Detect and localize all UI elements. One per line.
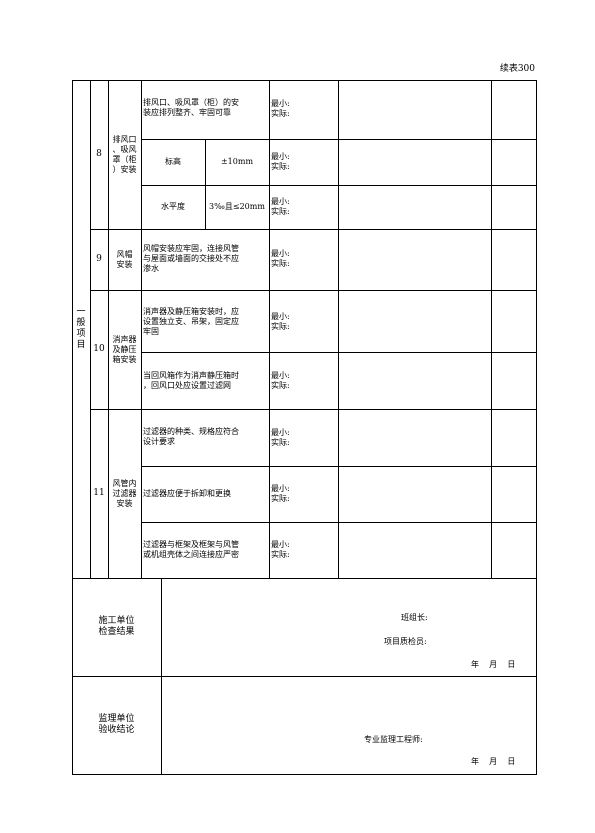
item-number: 11 — [93, 488, 105, 498]
item-name: 风管内 过滤器 安装 — [112, 478, 137, 508]
min-actual-fields: 最小:实际: — [271, 152, 290, 171]
min-actual-fields: 最小:实际: — [271, 312, 290, 331]
table-border-bottom — [72, 774, 537, 775]
inspector-label: 项目质检员: — [384, 637, 427, 646]
check-requirement: 过滤器的种类、规格应符合 设计要求 — [143, 427, 239, 446]
section-divider — [72, 676, 537, 677]
section-divider — [72, 578, 537, 579]
min-actual-fields: 最小:实际: — [271, 540, 290, 559]
min-actual-fields: 最小:实际: — [271, 484, 290, 503]
check-divider — [141, 522, 537, 523]
check-requirement: 排风口、吸风罩（柜）的安 装应排列整齐、牢固可靠 — [143, 98, 239, 117]
item-divider — [90, 290, 537, 291]
item-name: 排风口 、吸风 罩（柜 ）安装 — [112, 134, 137, 174]
check-tolerance: ±10mm — [220, 157, 254, 166]
supervising-engineer-label: 专业监理工程师: — [364, 735, 423, 744]
check-label: 水平度 — [161, 202, 185, 211]
item-number: 8 — [96, 149, 102, 159]
min-actual-fields: 最小:实际: — [271, 99, 290, 118]
check-requirement: 风帽安装应牢固，连接风管 与屋面或墙面的交接处不应 渗水 — [143, 244, 239, 273]
check-requirement: 消声器及静压箱安装时，应 设置独立支、吊架，固定应 牢固 — [143, 307, 239, 336]
grid-line — [90, 80, 91, 578]
team-leader-label: 班组长: — [401, 613, 428, 622]
item-number: 10 — [93, 344, 105, 354]
category-label: 一 般 项 目 — [76, 307, 86, 350]
item-divider — [90, 409, 537, 410]
check-requirement: 过滤器与框架及框架与风管 或机组壳体之间连接应严密 — [143, 540, 239, 559]
check-divider — [141, 185, 537, 186]
table-border-right — [536, 80, 537, 774]
table-border-top — [72, 80, 537, 81]
table-border-left — [72, 80, 73, 774]
construction-date: 年 月 日 — [471, 660, 516, 669]
continuation-label: 续表300 — [499, 64, 535, 74]
grid-line — [338, 80, 339, 578]
min-actual-fields: 最小:实际: — [271, 197, 290, 216]
item-number: 9 — [96, 254, 102, 264]
item-divider — [90, 229, 537, 230]
check-requirement: 当回风箱作为消声静压箱时 ，回风口处应设置过滤网 — [143, 371, 239, 390]
check-divider — [141, 466, 537, 467]
check-divider — [141, 352, 537, 353]
check-tolerance: 3‰且≤20mm — [209, 202, 265, 211]
check-divider — [141, 139, 537, 140]
min-actual-fields: 最小:实际: — [271, 428, 290, 447]
min-actual-fields: 最小:实际: — [271, 249, 290, 268]
item-name: 风帽 安装 — [116, 249, 133, 269]
grid-line — [205, 139, 206, 229]
grid-line — [141, 80, 142, 578]
check-requirement: 过滤器应便于拆卸和更换 — [143, 489, 231, 498]
grid-line — [269, 80, 270, 578]
min-actual-fields: 最小:实际: — [271, 371, 290, 390]
grid-line — [161, 578, 162, 774]
check-label: 标高 — [165, 157, 181, 166]
item-name: 消声器 及静压 箱安装 — [112, 334, 137, 364]
supervision-unit-label: 监理单位 验收结论 — [98, 714, 135, 735]
supervision-date: 年 月 日 — [471, 757, 516, 766]
grid-line — [108, 80, 109, 578]
grid-line — [491, 80, 492, 578]
construction-unit-label: 施工单位 检查结果 — [98, 616, 135, 637]
